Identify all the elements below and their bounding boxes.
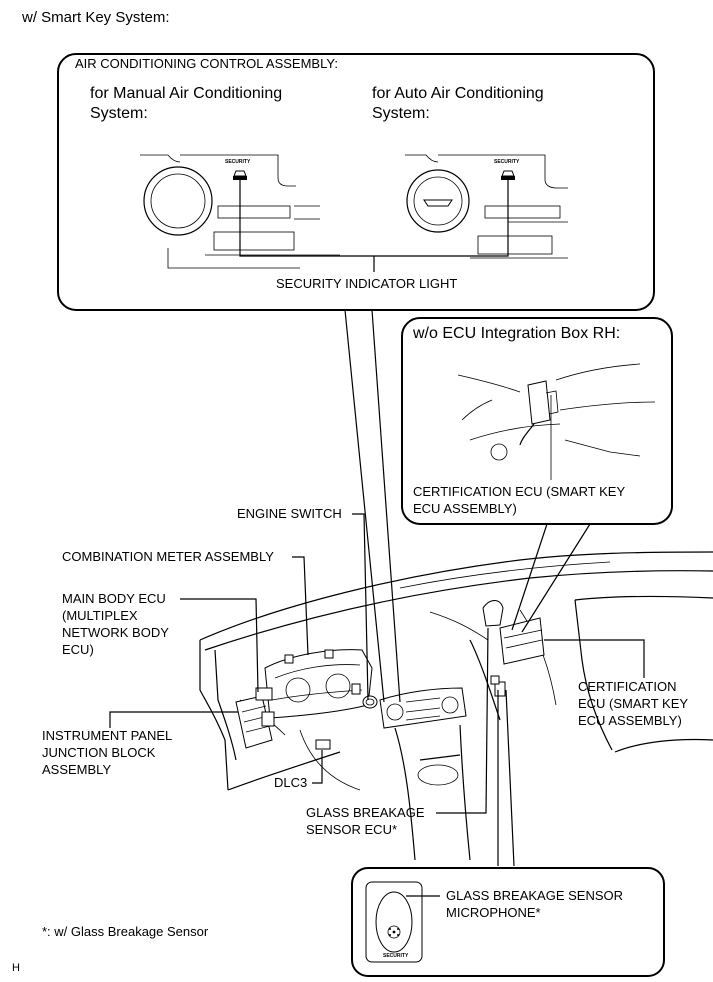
ac-callout-line-right: [371, 309, 401, 703]
ac-control-box: [57, 53, 655, 311]
dlc3-label: DLC3: [274, 775, 307, 790]
glass-breakage-ecu-line2: SENSOR ECU*: [306, 822, 397, 837]
security-indicator-label: SECURITY INDICATOR LIGHT: [276, 276, 457, 291]
mic-callout-line-right: [505, 689, 515, 867]
ac-control-drawing: [379, 687, 467, 729]
glass-breakage-ecu-line1: GLASS BREAKAGE: [306, 805, 425, 820]
junction-block-drawing: [235, 687, 275, 749]
manual-ac-label-line2: System:: [90, 105, 148, 122]
manual-ac-label-line1: for Manual Air Conditioning: [90, 85, 282, 102]
ecu-box-title: w/o ECU Integration Box RH:: [412, 325, 620, 342]
instrument-panel-line1: INSTRUMENT PANEL: [42, 728, 172, 743]
manual-ac-panel-drawing: SECURITY: [140, 154, 340, 269]
combination-meter-leader: [292, 556, 309, 656]
combination-meter-drawing: [264, 649, 373, 719]
ac-callout-line-left: [344, 309, 385, 703]
certification-ecu-line2: ECU (SMART KEY: [578, 696, 688, 711]
system-heading: w/ Smart Key System:: [21, 9, 170, 26]
main-body-ecu-leader: [180, 598, 259, 693]
microphone-box: [351, 867, 665, 977]
dlc3-drawing: [315, 739, 331, 750]
mic-label-line2: MICROPHONE*: [446, 905, 541, 920]
glass-breakage-ecu-leader: [436, 627, 489, 814]
engine-switch-label: ENGINE SWITCH: [237, 506, 342, 521]
microphone-drawing: SECURITY: [365, 881, 423, 963]
ecu-callout-line-left: [511, 523, 548, 631]
auto-ac-panel-drawing: SECURITY: [405, 154, 568, 259]
mic-label-line1: GLASS BREAKAGE SENSOR: [446, 888, 623, 903]
ac-box-title: AIR CONDITIONING CONTROL ASSEMBLY:: [75, 56, 338, 71]
auto-ac-label-line2: System:: [372, 105, 430, 122]
main-body-ecu-line1: MAIN BODY ECU: [62, 591, 166, 606]
instrument-panel-leader: [109, 711, 238, 728]
corner-mark: H: [12, 962, 20, 974]
manual-security-car-icon: [233, 170, 247, 180]
engine-switch-drawing: [362, 695, 378, 709]
right-ecu-drawing: [482, 600, 545, 697]
footnote: *: w/ Glass Breakage Sensor: [42, 924, 209, 939]
ecu-callout-line-right: [521, 523, 591, 633]
auto-ac-label-line1: for Auto Air Conditioning: [372, 85, 544, 102]
main-body-ecu-line4: ECU): [62, 642, 94, 657]
ecu-box-illustration: [457, 363, 656, 461]
engine-switch-leader: [352, 513, 369, 701]
ecu-box-label-line2: ECU ASSEMBLY): [413, 501, 517, 516]
instrument-panel-line2: JUNCTION BLOCK: [42, 745, 156, 760]
certification-ecu-line1: CERTIFICATION: [578, 679, 676, 694]
manual-security-small-label: SECURITY: [225, 159, 251, 165]
dlc3-leader: [312, 750, 323, 784]
instrument-panel-line3: ASSEMBLY: [42, 762, 111, 777]
certification-ecu-line3: ECU ASSEMBLY): [578, 713, 682, 728]
main-body-ecu-line3: NETWORK BODY: [62, 625, 169, 640]
dashboard-illustration: [199, 551, 713, 861]
certification-ecu-leader: [544, 639, 645, 678]
main-body-ecu-line2: (MULTIPLEX: [62, 608, 138, 623]
ecu-box-label-line1: CERTIFICATION ECU (SMART KEY: [413, 484, 625, 499]
auto-security-car-icon: [501, 170, 515, 180]
combination-meter-label: COMBINATION METER ASSEMBLY: [62, 549, 274, 564]
auto-security-small-label: SECURITY: [494, 159, 520, 165]
mic-security-small-label: SECURITY: [383, 953, 409, 959]
